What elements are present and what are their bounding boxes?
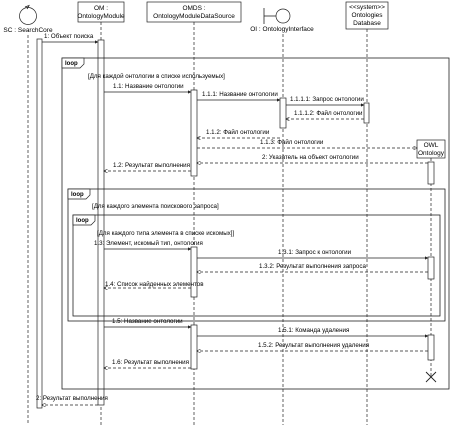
message-label: 1.1.3: Файл онтологии [260,139,324,146]
message-label: 1.1.1.1: Запрос онтологии [290,96,364,103]
participant-name: OMDS : [182,5,205,12]
participant-type: OntologyModuleDataSource [153,13,235,20]
participant-database: <<system>> Ontologies Database [345,1,389,30]
participant-stereotype: <<system>> [349,4,385,11]
message-label: 1.5: Название онтологии [112,318,183,325]
activation-datasource [190,89,198,177]
control-icon [19,7,37,25]
message-label: 1.1.1.2: Файл онтологии [294,110,363,117]
activation-datasource [190,324,198,370]
message-label: 1.5.2: Результат выполнения удаления [258,342,369,349]
control-arrow-icon [24,4,30,10]
loop-guard: [Для каждого элемента поискового запроса… [92,203,219,210]
message-label: 1.3.1: Запрос к онтологии [278,249,352,256]
activation-ontologymodule [97,39,105,406]
frame-tag: loop [71,192,84,198]
message-label: 2: Указатель на объект онтологии [262,154,359,161]
participant-ontologyinterface: OI : OntologyInterface [250,8,314,33]
activation-database [363,102,370,124]
participant-name: Ontology [418,150,445,157]
participant-name: Database [353,20,381,27]
message-label: 1.3.2: Результат выполнения запроса [259,263,366,270]
loop-frame-query-elements: loop [Для каждого элемента поискового за… [67,188,446,322]
loop-frame-ontologies: loop [Для каждой онтологии в списке испо… [61,57,450,390]
message-label: 1.1.2: Файл онтологии [206,129,270,136]
participant-type: OntologyModule [77,13,125,20]
message-label: 2: Результат выполнения [36,395,108,402]
activation-owl [427,161,435,185]
interface-circle-icon [275,8,291,24]
participant-name: OWL [424,142,439,149]
message-label: 1.3: Элемент, искомый тип, онтология [94,240,203,247]
message-label: 1: Объект поиска [44,33,94,40]
activation-ontologyinterface [279,97,287,129]
message-label: 1.4: Список найденных элементов [105,281,204,288]
message-label: 1.5.1: Команда удаления [278,327,349,334]
frame-tag: loop [76,218,89,224]
destroy-icon [425,371,437,383]
activation-owl [427,334,435,361]
message-label: 1.6: Результат выполнения [112,359,189,366]
frame-tag: loop [65,61,78,67]
message-label: 1.2: Результат выполнения [113,162,190,169]
loop-guard: [Для каждой онтологии в списке используе… [88,73,225,80]
message-label: 1.1.1: Название онтологии [202,91,278,98]
activation-owl [427,256,435,280]
message-label: 1.1: Название онтологии [113,83,184,90]
participant-owl-ontology: OWL Ontology [416,139,446,159]
participant-label: SC : SearchCore [3,27,53,34]
participant-name: Ontologies [351,12,383,19]
participant-searchcore: SC : SearchCore [3,4,53,34]
participant-datasource: OMDS : OntologyModuleDataSource [146,1,242,23]
loop-frame-element-types: loop [Для каждого типа элемента в списке… [72,214,441,317]
activation-datasource [190,246,198,298]
participant-ontologymodule: OM : OntologyModule [77,1,125,23]
activation-searchcore [36,38,43,409]
participant-label: OI : OntologyInterface [250,26,314,33]
loop-guard: [Для каждого типа элемента в списке иско… [97,230,234,237]
participant-name: OM : [94,5,108,12]
